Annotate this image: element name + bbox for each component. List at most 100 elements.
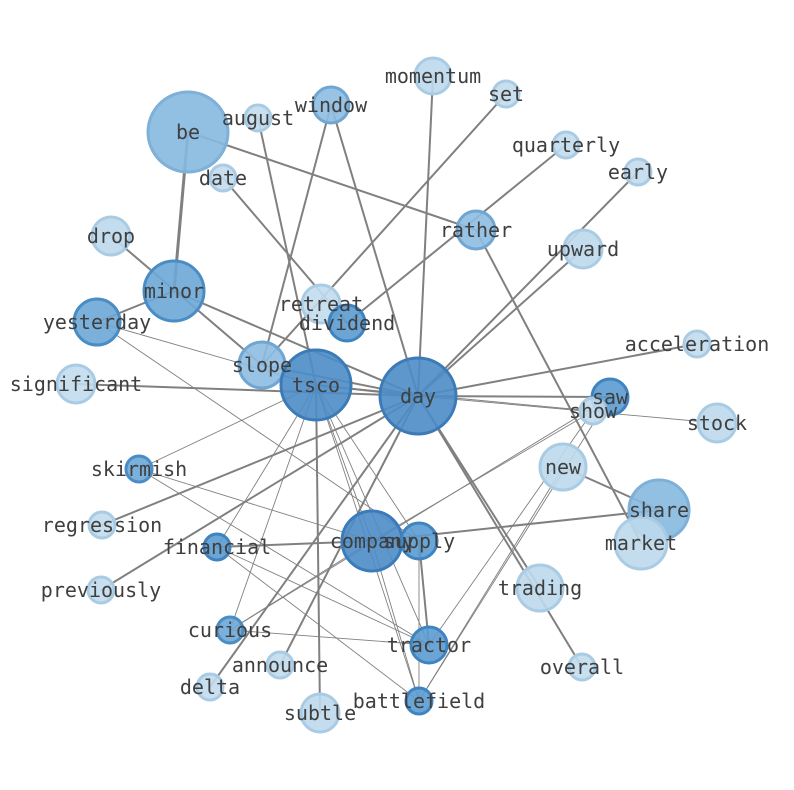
node-label-slope: slope	[232, 353, 292, 377]
node-minor[interactable]	[142, 259, 206, 323]
node-label-retreat: retreat	[279, 292, 363, 316]
node-regression[interactable]	[87, 510, 117, 540]
node-tsco[interactable]	[279, 348, 353, 422]
edge-day-delta	[209, 395, 419, 688]
node-slope[interactable]	[237, 340, 287, 390]
node-label-battlefield: battlefield	[353, 689, 485, 713]
node-market[interactable]	[613, 515, 669, 571]
node-august[interactable]	[243, 103, 273, 133]
node-label-window: window	[295, 93, 368, 117]
node-label-be: be	[176, 120, 200, 144]
node-label-curious: curious	[188, 618, 272, 642]
node-label-tsco: tsco	[292, 373, 340, 397]
node-label-rather: rather	[440, 218, 512, 242]
node-overall[interactable]	[567, 652, 597, 682]
node-be[interactable]	[146, 90, 230, 174]
node-trading[interactable]	[515, 563, 565, 613]
edge-day-overall	[417, 395, 583, 668]
edge-minor-day	[173, 290, 419, 397]
node-financial[interactable]	[202, 532, 232, 562]
node-curious[interactable]	[215, 615, 245, 645]
node-label-early: early	[608, 160, 668, 184]
edge-significant-day	[75, 383, 419, 397]
node-day[interactable]	[378, 356, 458, 436]
node-early[interactable]	[623, 157, 653, 187]
node-label-regression: regression	[42, 513, 162, 537]
edge-show-company	[371, 410, 594, 542]
node-label-august: august	[222, 106, 294, 130]
node-label-set: set	[488, 82, 524, 106]
node-upward[interactable]	[562, 228, 604, 270]
node-previously[interactable]	[86, 575, 116, 605]
edge-new-battlefield	[418, 466, 564, 702]
edge-skirmish-tractor	[138, 468, 430, 646]
node-rather[interactable]	[455, 209, 497, 251]
edge-yesterday-supply	[96, 321, 420, 542]
node-label-new: new	[545, 455, 582, 479]
edge-financial-tractor	[216, 546, 430, 646]
edge-window-day	[330, 104, 419, 397]
node-set[interactable]	[491, 79, 521, 109]
node-acceleration[interactable]	[682, 329, 712, 359]
edge-skirmish-company	[138, 468, 373, 542]
node-tractor[interactable]	[409, 625, 449, 665]
node-announce[interactable]	[265, 650, 295, 680]
node-label-date: date	[199, 166, 247, 190]
edge-financial-battlefield	[216, 546, 420, 702]
node-label-stock: stock	[687, 411, 747, 435]
edge-day-regression	[101, 395, 419, 526]
node-supply[interactable]	[399, 521, 439, 561]
node-label-financial: financial	[163, 535, 271, 559]
node-label-market: market	[605, 531, 677, 555]
node-label-momentum: momentum	[385, 64, 481, 88]
node-dividend[interactable]	[327, 303, 367, 343]
node-label-subtle: subtle	[284, 701, 356, 725]
node-drop[interactable]	[90, 215, 132, 257]
node-delta[interactable]	[195, 672, 225, 702]
label-layer: beaugustwindowmomentumsetquarterlyearlyd…	[10, 64, 769, 725]
node-label-company: company	[330, 529, 414, 553]
node-stock[interactable]	[696, 402, 738, 444]
node-battlefield[interactable]	[404, 686, 434, 716]
node-label-show: show	[569, 399, 618, 423]
node-yesterday[interactable]	[72, 297, 122, 347]
node-label-minor: minor	[144, 279, 204, 303]
edge-day-stock	[417, 395, 718, 424]
edge-set-slope	[261, 93, 507, 366]
node-show[interactable]	[578, 396, 608, 426]
node-label-yesterday: yesterday	[43, 310, 151, 334]
edge-day-previously	[100, 395, 419, 591]
node-quarterly[interactable]	[551, 130, 581, 160]
node-subtle[interactable]	[299, 692, 341, 734]
node-skirmish[interactable]	[124, 454, 154, 484]
edge-acceleration-day	[417, 343, 698, 397]
node-label-previously: previously	[41, 578, 161, 602]
node-label-day: day	[400, 384, 436, 408]
node-label-skirmish: skirmish	[91, 457, 187, 481]
edge-momentum-day	[417, 75, 434, 397]
node-label-significant: significant	[10, 372, 142, 396]
node-significant[interactable]	[55, 363, 97, 405]
node-label-upward: upward	[547, 237, 619, 261]
node-label-supply: supply	[383, 529, 455, 553]
node-date[interactable]	[208, 163, 238, 193]
node-label-delta: delta	[180, 675, 240, 699]
node-label-saw: saw	[592, 385, 629, 409]
node-label-acceleration: acceleration	[625, 332, 770, 356]
node-label-tractor: tractor	[387, 633, 471, 657]
node-new[interactable]	[538, 442, 588, 492]
node-label-share: share	[629, 498, 689, 522]
node-momentum[interactable]	[413, 56, 453, 96]
node-layer	[55, 56, 738, 734]
node-label-drop: drop	[87, 224, 135, 248]
edge-saw-curious	[229, 396, 611, 631]
edge-tsco-curious	[229, 384, 317, 631]
node-label-overall: overall	[540, 655, 624, 679]
node-window[interactable]	[311, 85, 351, 125]
edge-curious-tractor	[229, 629, 430, 646]
edge-be-rather	[187, 131, 477, 231]
edge-rather-market	[475, 229, 642, 544]
node-label-dividend: dividend	[299, 311, 395, 335]
edge-window-slope	[261, 104, 332, 366]
